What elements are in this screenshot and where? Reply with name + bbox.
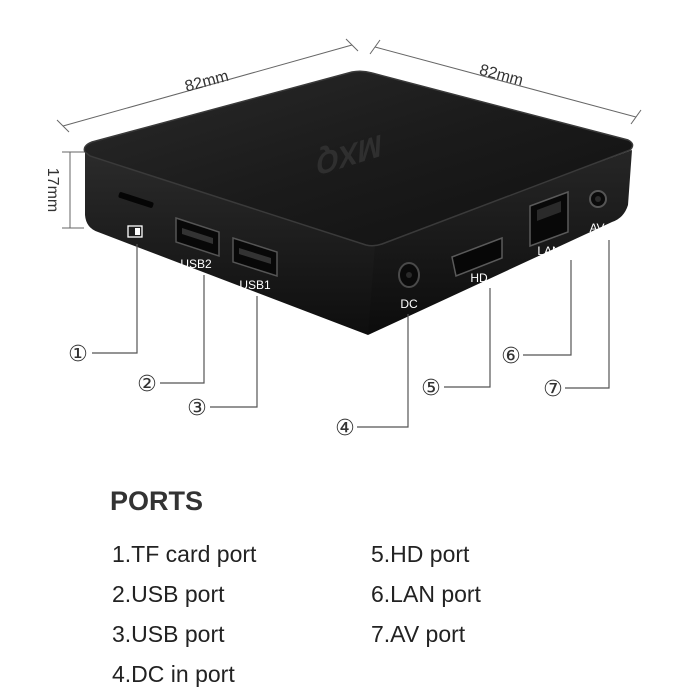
av-port-label: AV [589, 221, 604, 235]
usb2-port [175, 216, 220, 258]
port-item-1: 1.TF card port [112, 541, 257, 567]
leader-line-5 [444, 288, 491, 388]
tf-card-icon-fill [135, 228, 140, 235]
usb2-port-label: USB2 [180, 257, 212, 271]
av-port [589, 190, 607, 208]
usb1-port [232, 236, 278, 278]
hd-port-label: HD [470, 271, 488, 285]
callout-4: ④ [335, 416, 355, 441]
tf-card-slot [118, 192, 154, 208]
ports-heading: PORTS [110, 486, 204, 516]
device-left-face [85, 152, 379, 335]
port-item-4: 4.DC in port [112, 661, 235, 687]
port-item-2: 2.USB port [112, 581, 225, 607]
callout-7: ⑦ [543, 377, 563, 402]
device-top-face [83, 70, 634, 247]
callout-numbers: ① ② ③ ④ ⑤ ⑥ ⑦ [68, 342, 563, 441]
tf-card-icon [127, 225, 143, 238]
port-item-5: 5.HD port [371, 541, 470, 567]
port-item-7: 7.AV port [371, 621, 466, 647]
dc-port-label: DC [400, 297, 418, 311]
callout-5: ⑤ [421, 376, 441, 401]
width-dimension-label: 82mm [183, 68, 230, 96]
leader-line-4 [357, 314, 409, 428]
lan-port [529, 190, 569, 248]
callout-2: ② [137, 372, 157, 397]
callout-1: ① [68, 342, 88, 367]
dimension-lines [56, 38, 642, 229]
leader-line-7 [565, 240, 610, 389]
leader-line-1 [92, 244, 138, 354]
callout-6: ⑥ [501, 344, 521, 369]
callout-3: ③ [187, 396, 207, 421]
hd-port [451, 236, 503, 278]
leader-line-6 [523, 260, 572, 356]
leader-line-3 [210, 296, 258, 408]
tv-box-device: MXQ USB2 USB1 DC HD [83, 70, 634, 335]
leader-line-2 [160, 275, 205, 384]
leader-lines [92, 240, 610, 428]
dc-port [398, 262, 420, 288]
port-item-6: 6.LAN port [371, 581, 481, 607]
lan-port-label: LAN [537, 244, 560, 258]
depth-dimension-label: 82mm [477, 62, 524, 90]
height-dimension-label: 17mm [44, 168, 61, 212]
usb1-port-label: USB1 [239, 278, 271, 292]
port-item-3: 3.USB port [112, 621, 225, 647]
